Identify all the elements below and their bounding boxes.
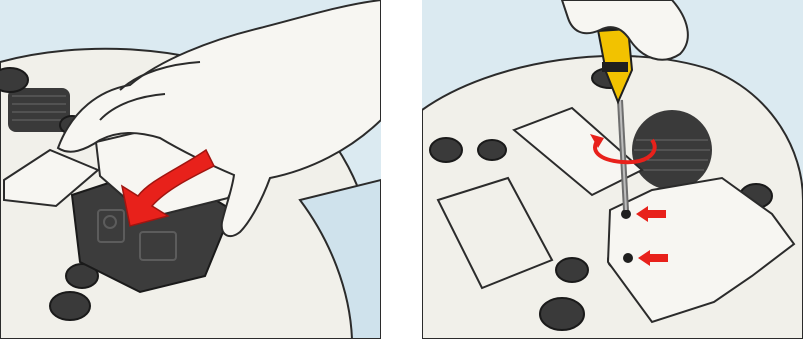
screw (623, 253, 633, 263)
foot (556, 258, 588, 282)
illustration-tighten-screws (422, 0, 803, 339)
foot (0, 68, 28, 92)
screw (621, 209, 631, 219)
foot (50, 292, 90, 320)
step-panel-tighten-screws (422, 0, 803, 339)
foot (478, 140, 506, 160)
step-panel-remove-cover (0, 0, 381, 339)
foot (540, 298, 584, 330)
foot (430, 138, 462, 162)
vent-grill (632, 110, 712, 190)
illustration-remove-cover (0, 0, 381, 339)
